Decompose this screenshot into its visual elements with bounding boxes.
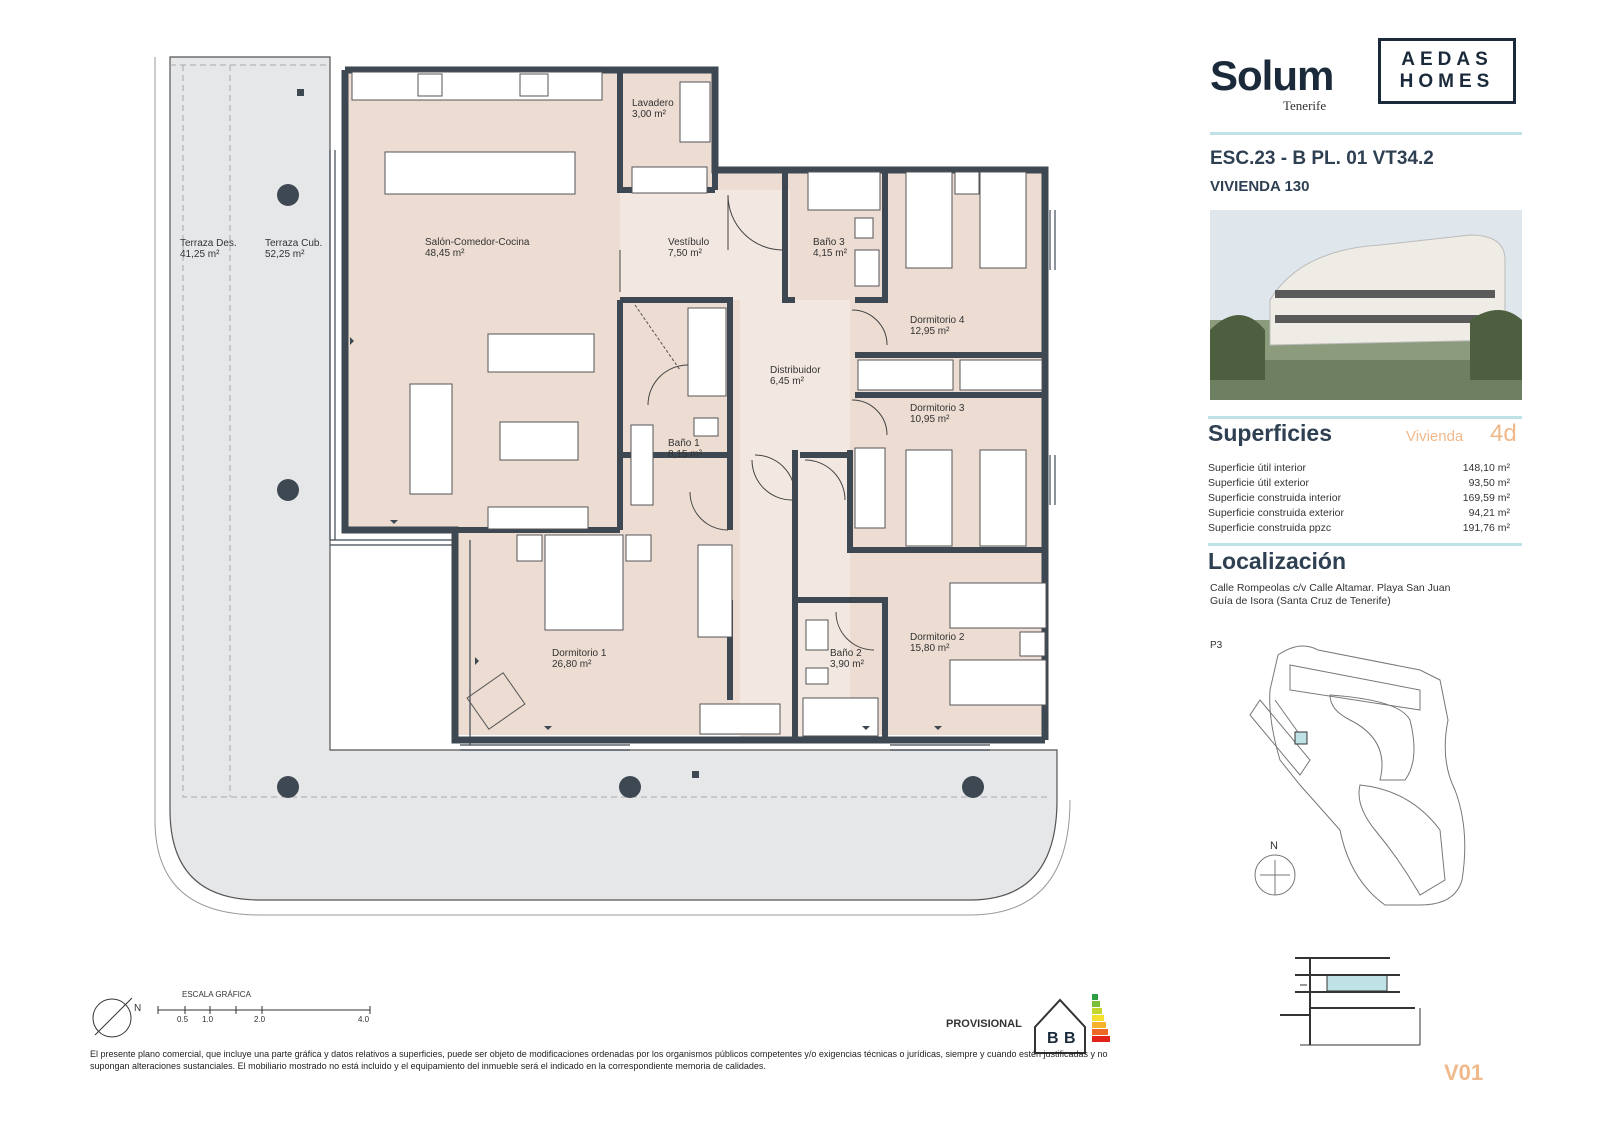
scale-tick: 1.0 (202, 1015, 214, 1024)
version-label: V01 (1444, 1060, 1484, 1085)
scale-tick: 4.0 (358, 1015, 370, 1024)
floor-indicator: P3 (1210, 640, 1223, 651)
scale-tick: 2.0 (254, 1015, 266, 1024)
dwelling-type-label: Vivienda (1406, 428, 1464, 445)
location-address: Calle Rompeolas c/v Calle Altamar. Playa… (1210, 582, 1451, 594)
location-title: Localización (1208, 548, 1347, 574)
divider (1210, 132, 1522, 135)
location-city: Guía de Isora (Santa Cruz de Tenerife) (1210, 595, 1391, 607)
building-render (1210, 210, 1522, 400)
room-label-terraza-des: Terraza Des.41,25 m² (180, 238, 237, 260)
unit-reference: ESC.23 - B PL. 01 VT34.2 (1210, 148, 1434, 169)
disclaimer: El presente plano comercial, que incluye… (90, 1049, 1108, 1071)
column (962, 776, 984, 798)
scale-tick: 0.5 (177, 1015, 189, 1024)
solum-location: Tenerife (1283, 98, 1327, 113)
room-label-terraza-cub: Terraza Cub.52,25 m² (265, 238, 323, 260)
aedas-homes-logo: AEDAS HOMES (1378, 38, 1516, 104)
dwelling-number: VIVIENDA 130 (1210, 178, 1310, 195)
column (277, 184, 299, 206)
solum-logo: Solum (1210, 52, 1334, 99)
divider (1208, 543, 1522, 546)
dwelling-type-value: 4d (1490, 420, 1517, 447)
column (277, 479, 299, 501)
column (277, 776, 299, 798)
energy-rating: B (1047, 1030, 1059, 1047)
site-north-label: N (1270, 840, 1278, 852)
column (619, 776, 641, 798)
energy-label (1034, 994, 1110, 1054)
divider (1208, 416, 1522, 419)
scale-title: ESCALA GRÁFICA (182, 990, 251, 999)
terrace-outline-inner (154, 57, 1071, 916)
terrace-area (169, 56, 1058, 901)
site-map (1249, 645, 1466, 906)
energy-rating: B (1064, 1030, 1076, 1047)
north-label: N (134, 1003, 142, 1014)
surfaces-title: Superficies (1208, 420, 1332, 446)
energy-status: PROVISIONAL (946, 1018, 1022, 1030)
section-diagram (1280, 957, 1421, 1046)
